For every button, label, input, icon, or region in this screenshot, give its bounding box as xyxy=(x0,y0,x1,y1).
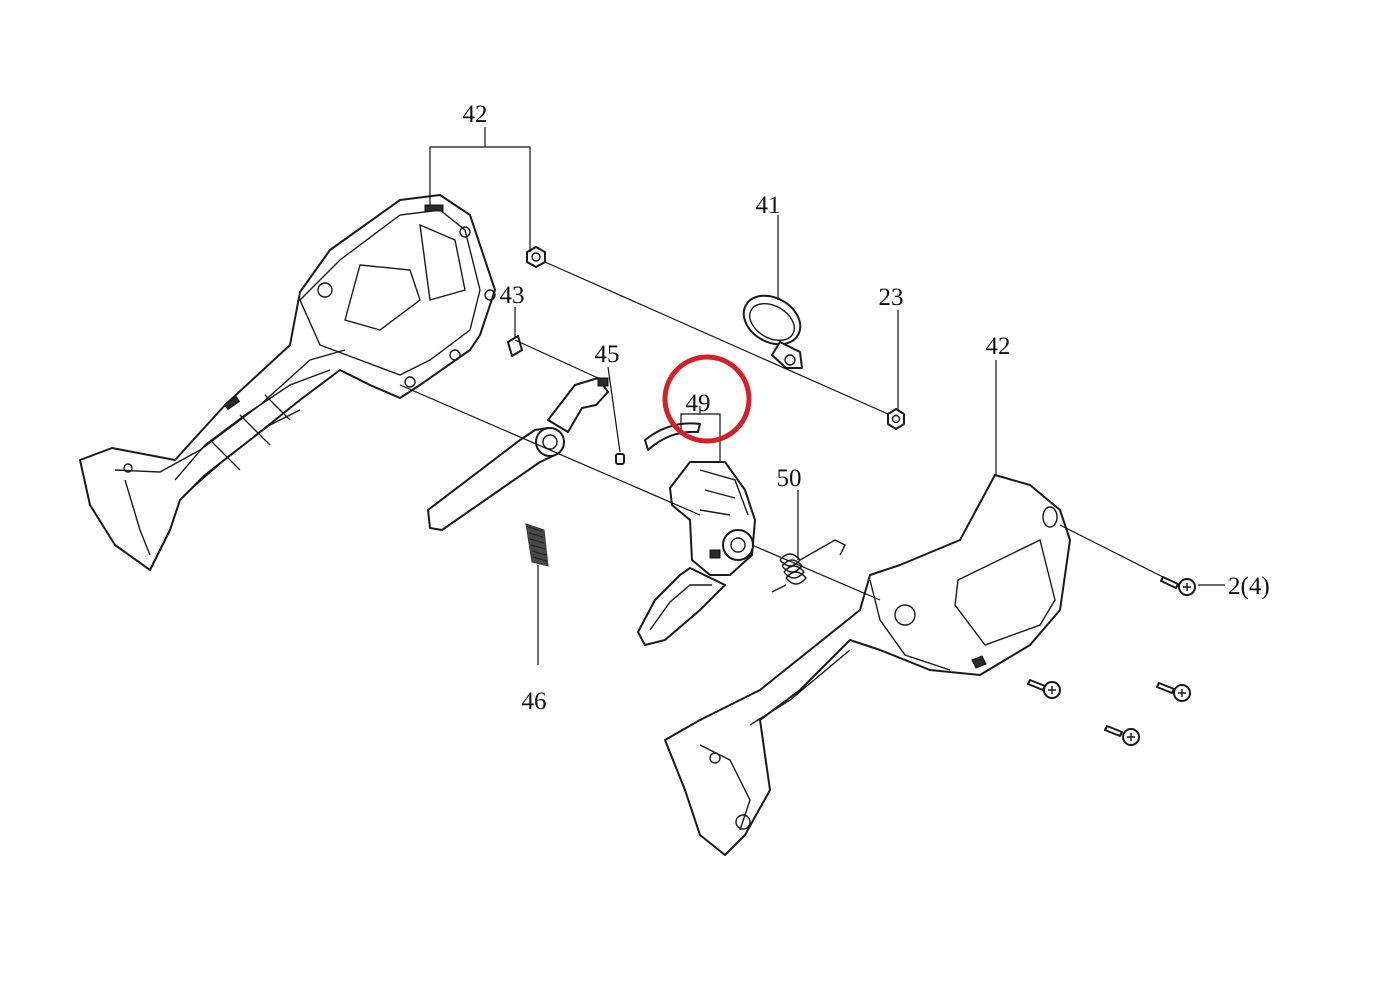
callout-43: 43 xyxy=(500,282,525,309)
callout-2-qty-4: 2(4) xyxy=(1228,573,1270,600)
compression-spring xyxy=(525,523,549,567)
trigger-assembly xyxy=(637,422,756,646)
clip-part xyxy=(507,335,523,357)
screw-4 xyxy=(1104,725,1140,746)
lock-lever xyxy=(427,377,609,531)
screw-3 xyxy=(1156,682,1191,702)
callout-46: 46 xyxy=(522,688,547,715)
lock-pin xyxy=(615,453,625,465)
callout-42-right: 42 xyxy=(986,333,1011,360)
callout-42-top: 42 xyxy=(463,101,488,128)
torsion-spring xyxy=(771,539,846,593)
callout-45: 45 xyxy=(595,341,620,368)
screw-2 xyxy=(1027,679,1061,699)
callout-leaders xyxy=(429,127,1225,665)
highlight-circle xyxy=(662,354,752,444)
hex-nut xyxy=(887,408,905,430)
callout-41: 41 xyxy=(756,192,781,219)
assembly-axis-lines xyxy=(399,261,1164,601)
callout-23: 23 xyxy=(879,284,904,311)
clamp-ring xyxy=(742,294,803,369)
left-housing-half xyxy=(79,194,496,571)
callout-49: 49 xyxy=(686,390,711,417)
callout-50: 50 xyxy=(777,465,802,492)
screw-1 xyxy=(1160,576,1196,596)
right-housing-half xyxy=(664,474,1071,856)
